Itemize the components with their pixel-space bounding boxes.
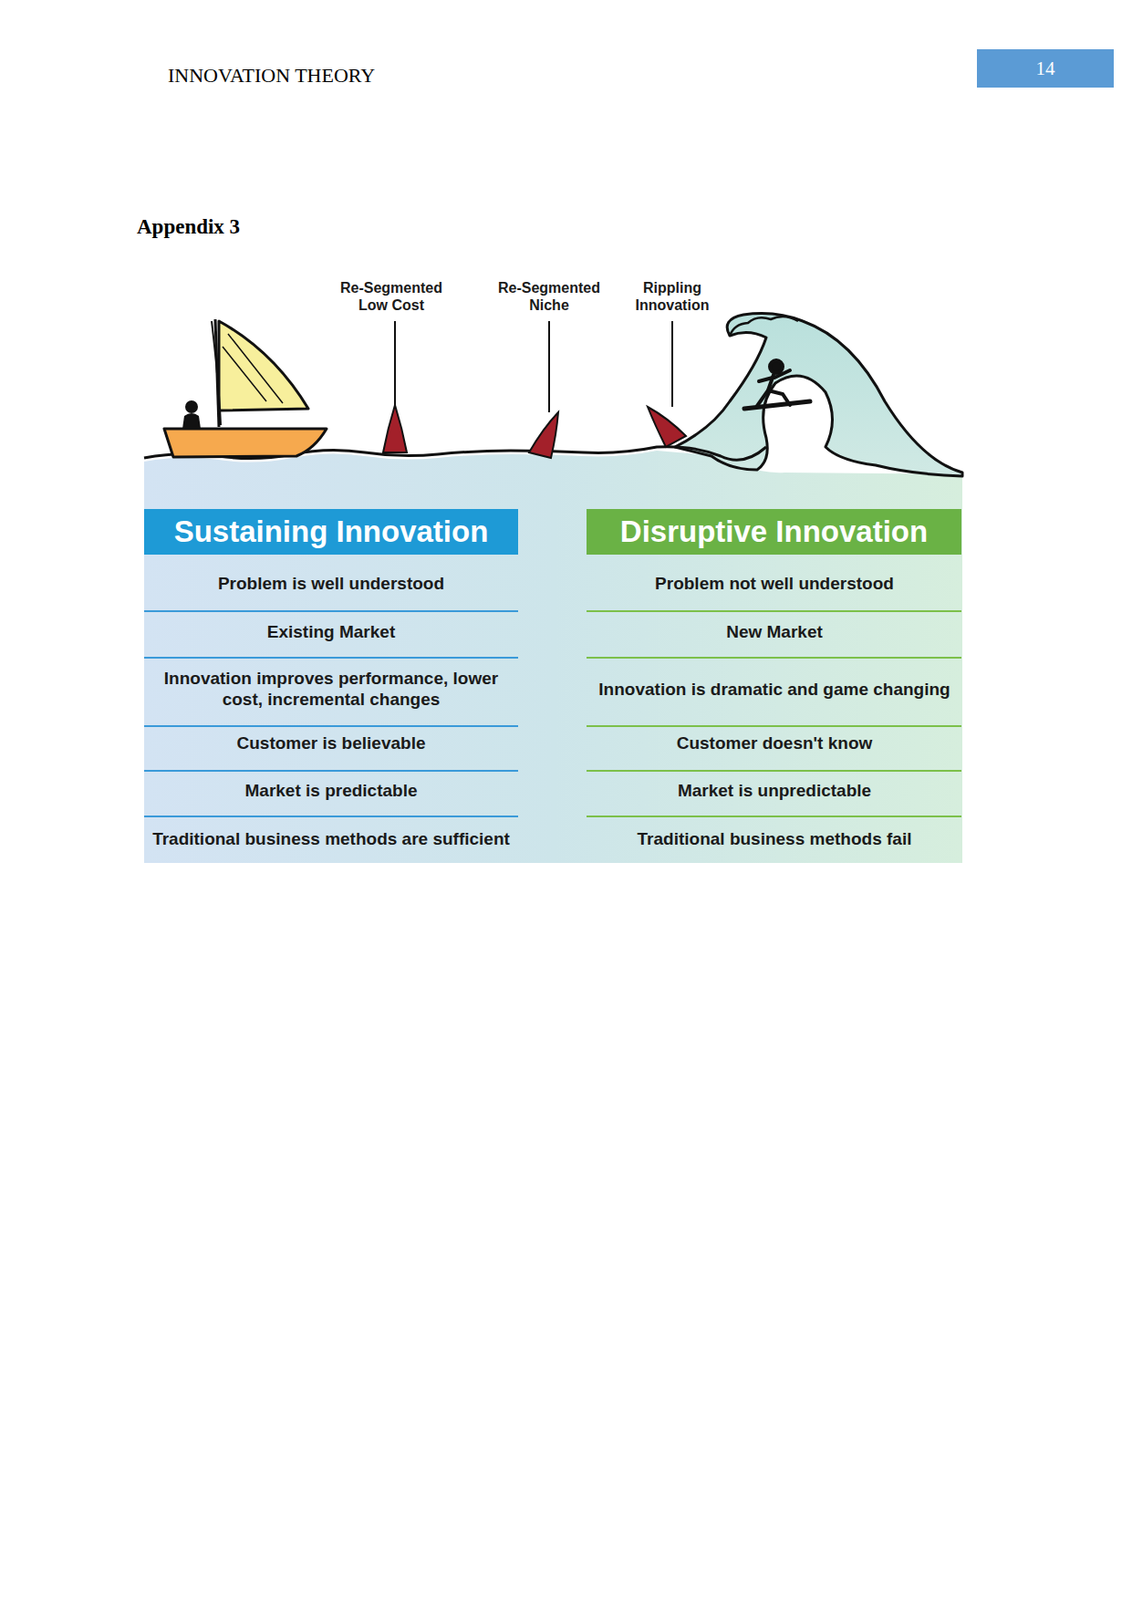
page-number: 14 — [976, 49, 1114, 88]
buoy-label: Re-Segmented Niche — [494, 279, 604, 314]
table-cell: Innovation is dramatic and game changing — [590, 679, 959, 701]
table-cell: New Market — [590, 622, 959, 644]
table-cell: Traditional business methods are suffici… — [146, 829, 516, 851]
node-text: Sustaining Innovation — [174, 514, 489, 550]
wave-foam — [729, 316, 799, 336]
node-text: 14 — [1036, 57, 1056, 81]
row-dividers — [144, 611, 962, 817]
column-header: Disruptive Innovation — [586, 508, 962, 555]
table-cell: Problem is well understood — [146, 573, 516, 595]
table-cell: Innovation improves performance, lower c… — [146, 668, 516, 711]
buoys — [383, 321, 686, 458]
table-cell: Customer doesn't know — [590, 733, 959, 755]
wave — [675, 313, 963, 477]
table-cell: Customer is believable — [146, 733, 516, 755]
surfer — [744, 360, 811, 409]
running-header: INNOVATION THEORY — [167, 63, 533, 88]
buoy-label: Re-Segmented Low Cost — [336, 279, 447, 314]
sailboat — [164, 319, 327, 457]
table-cell: Existing Market — [146, 622, 516, 644]
table-cell: Market is unpredictable — [590, 780, 959, 802]
column-header: Sustaining Innovation — [144, 508, 519, 555]
buoy-label: Rippling Innovation — [617, 279, 727, 314]
table-cell: Market is predictable — [146, 780, 516, 802]
node-text: Disruptive Innovation — [620, 514, 928, 550]
appendix-heading: Appendix 3 — [136, 215, 240, 239]
table-cell: Traditional business methods fail — [590, 829, 959, 851]
water — [144, 450, 963, 863]
table-cell: Problem not well understood — [590, 573, 959, 595]
